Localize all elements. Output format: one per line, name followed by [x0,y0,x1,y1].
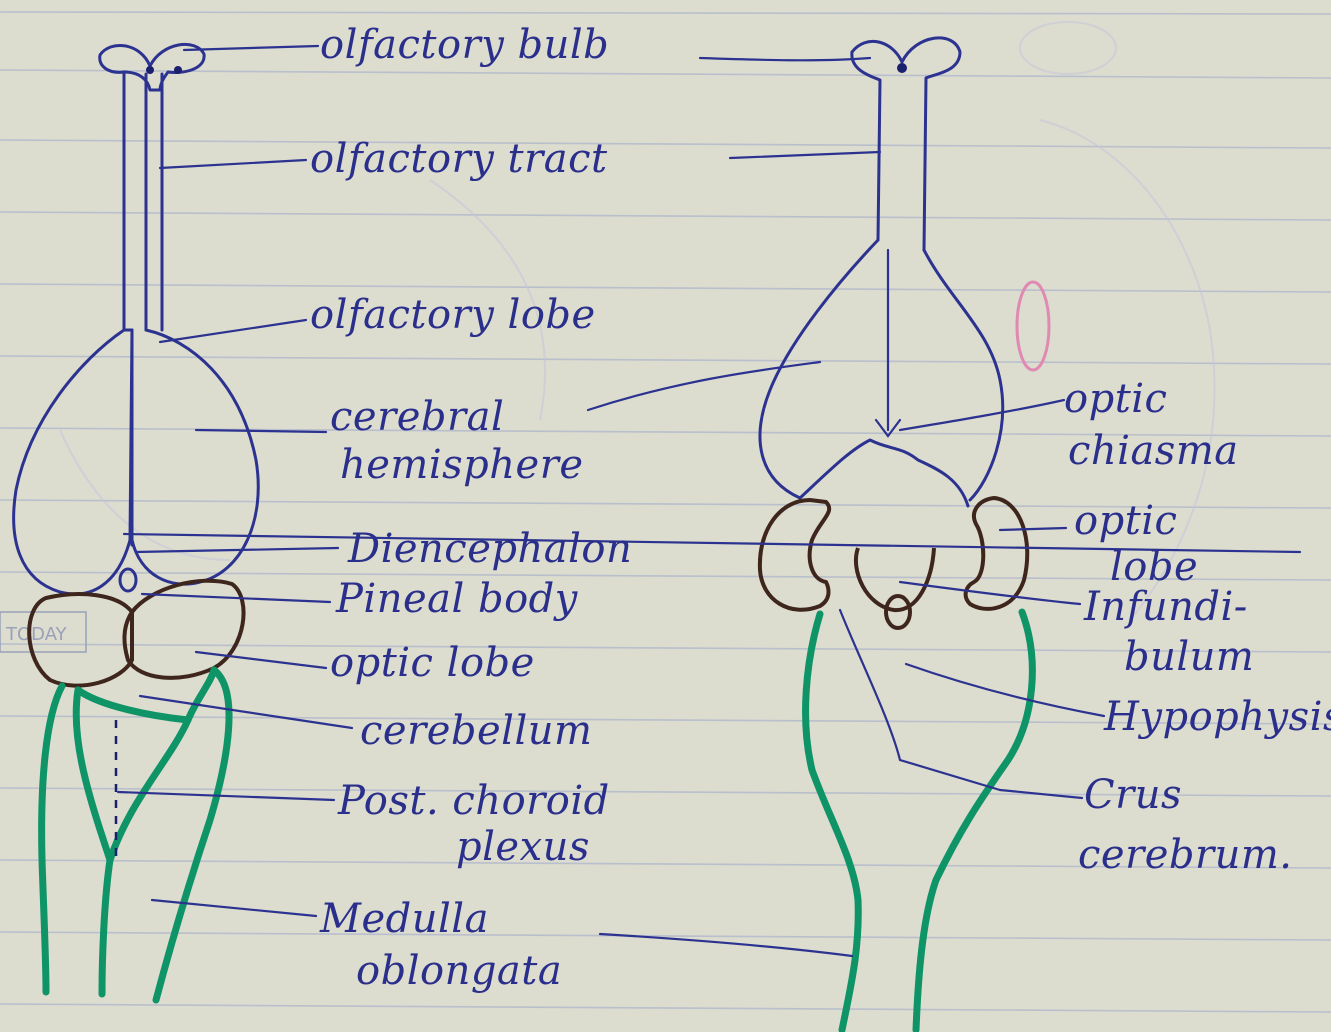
label-olfactory-bulb: olfactory bulb [320,22,609,68]
label-oblongata: oblongata [356,948,562,994]
label-cerebral: cerebral [330,394,504,440]
medulla-right-left-edge [806,614,859,1030]
hemisphere-outline-right [924,250,1003,500]
bulb-dot-right [174,66,182,74]
hemisphere-outline-left [760,240,878,498]
today-stamp: TODAY [0,612,86,652]
label-cerebellum: cerebellum [360,708,592,754]
cerebral-hemisphere-right [132,330,258,584]
label-cerebrum: cerebrum. [1078,832,1293,878]
bleed-through [60,22,1215,620]
label-hypophysis: Hypophysis [1103,694,1331,740]
label-group: olfactory bulb olfactory tract olfactory… [310,22,1331,994]
label-pineal-body: Pineal body [335,576,579,622]
medulla-right-right-edge [916,612,1032,1030]
label-optic-chiasma-2: chiasma [1068,428,1239,474]
label-optic-chiasma-1: optic [1064,376,1167,422]
highlight-mark [1017,282,1049,370]
label-infundibulum-2: bulum [1124,634,1254,680]
optic-lobe-right-a [760,500,829,610]
label-optic-lobe-left: optic lobe [330,640,535,686]
chiasma-edge [800,440,968,506]
dorsal-view-drawing [14,44,259,1000]
label-post-choroid: Post. choroid [337,778,610,824]
label-optic-lobe-right-1: optic [1074,498,1177,544]
cerebral-hemisphere-left [14,330,132,594]
bulb-dot-left [146,66,154,74]
label-olfactory-lobe: olfactory lobe [310,292,596,338]
label-medulla: Medulla [319,896,489,942]
label-plexus: plexus [456,824,590,870]
label-infundibulum-1: Infundi- [1083,584,1248,630]
ventral-view-drawing [760,38,1032,1030]
stamp-text: TODAY [5,624,68,645]
label-crus: Crus [1084,772,1182,818]
label-olfactory-tract: olfactory tract [310,136,608,182]
label-hemisphere: hemisphere [340,442,584,488]
infundibulum-shape [856,548,934,610]
medulla-left-outer [42,686,62,992]
medulla-center [102,860,110,994]
label-diencephalon: Diencephalon [347,526,632,572]
